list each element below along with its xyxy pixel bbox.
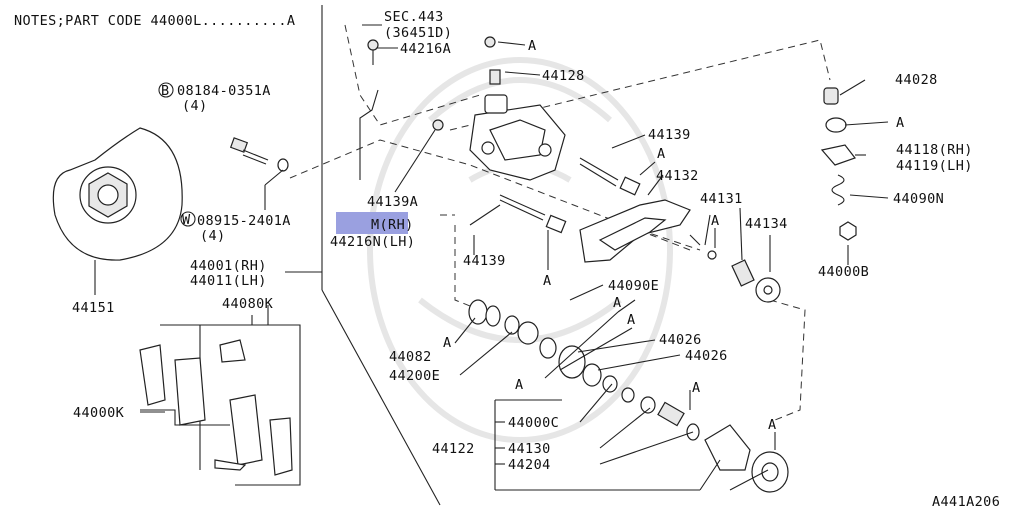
label-44000k: 44000K [73, 405, 125, 421]
label-44119: 44119(LH) [896, 158, 973, 174]
label-a-7: A [627, 312, 636, 328]
label-08915: 08915-2401A [197, 213, 291, 229]
small-parts [359, 36, 857, 303]
label-44028: 44028 [895, 72, 938, 88]
frame-lines [285, 5, 441, 506]
label-44216n: 44216N(LH) [330, 234, 415, 250]
caliper-bracket [579, 199, 691, 263]
label-44000b: 44000B [818, 264, 869, 280]
label-44216a: 44216A [400, 41, 451, 57]
label-44131: 44131 [700, 191, 743, 207]
caliper-body [469, 94, 566, 181]
label-44026-b: 44026 [685, 348, 728, 364]
label-44132: 44132 [656, 168, 699, 184]
leader-lines [94, 24, 889, 491]
label-a-6: A [613, 295, 622, 311]
label-44128: 44128 [542, 68, 585, 84]
label-44139a: 44139A [367, 194, 418, 210]
circle-b-letter: B [161, 83, 170, 99]
label-44000c: 44000C [508, 415, 559, 431]
label-a-1: A [528, 38, 537, 54]
piston-seal-chain [468, 299, 789, 493]
label-44082: 44082 [389, 349, 432, 365]
label-44001: 44001(RH) [190, 258, 267, 274]
label-08184: 08184-0351A [177, 83, 271, 99]
label-08915-qty: (4) [200, 228, 226, 244]
label-44151: 44151 [72, 300, 115, 316]
brake-pads [139, 315, 301, 486]
label-a-11: A [768, 417, 777, 433]
label-a-8: A [443, 335, 452, 351]
label-a-5: A [543, 273, 552, 289]
label-44080k: 44080K [222, 296, 274, 312]
figure-code: A441A206 [932, 494, 1000, 510]
label-44090e: 44090E [608, 278, 659, 294]
label-44200e: 44200E [389, 368, 440, 384]
label-44122: 44122 [432, 441, 475, 457]
label-44134: 44134 [745, 216, 788, 232]
label-44130: 44130 [508, 441, 551, 457]
notes-text: NOTES;PART CODE 44000L..........A [14, 13, 295, 29]
redaction-box [336, 212, 408, 234]
label-44026-a: 44026 [659, 332, 702, 348]
label-a-10: A [692, 380, 701, 396]
circle-w-letter: W [182, 212, 191, 228]
label-44139-top: 44139 [648, 127, 691, 143]
label-44216m-suffix: M(RH) [371, 217, 414, 233]
label-44090n: 44090N [893, 191, 944, 207]
label-08184-qty: (4) [182, 98, 208, 114]
label-sec443: SEC.443 [384, 9, 444, 25]
label-44204: 44204 [508, 457, 551, 473]
label-a-4: A [711, 213, 720, 229]
label-a-9: A [515, 377, 524, 393]
dashed-assembly-lines [289, 24, 831, 421]
label-44118: 44118(RH) [896, 142, 973, 158]
circled-letters: B W [158, 82, 196, 228]
label-sec443-sub: (36451D) [384, 25, 452, 41]
label-44139-mid: 44139 [463, 253, 506, 269]
label-a-3: A [657, 146, 666, 162]
part-labels: NOTES;PART CODE 44000L..........A SEC.44… [14, 9, 1000, 510]
dust-shield-44151 [52, 127, 183, 261]
bolt-08184 [229, 137, 289, 172]
label-a-2: A [896, 115, 905, 131]
label-44011: 44011(LH) [190, 273, 267, 289]
